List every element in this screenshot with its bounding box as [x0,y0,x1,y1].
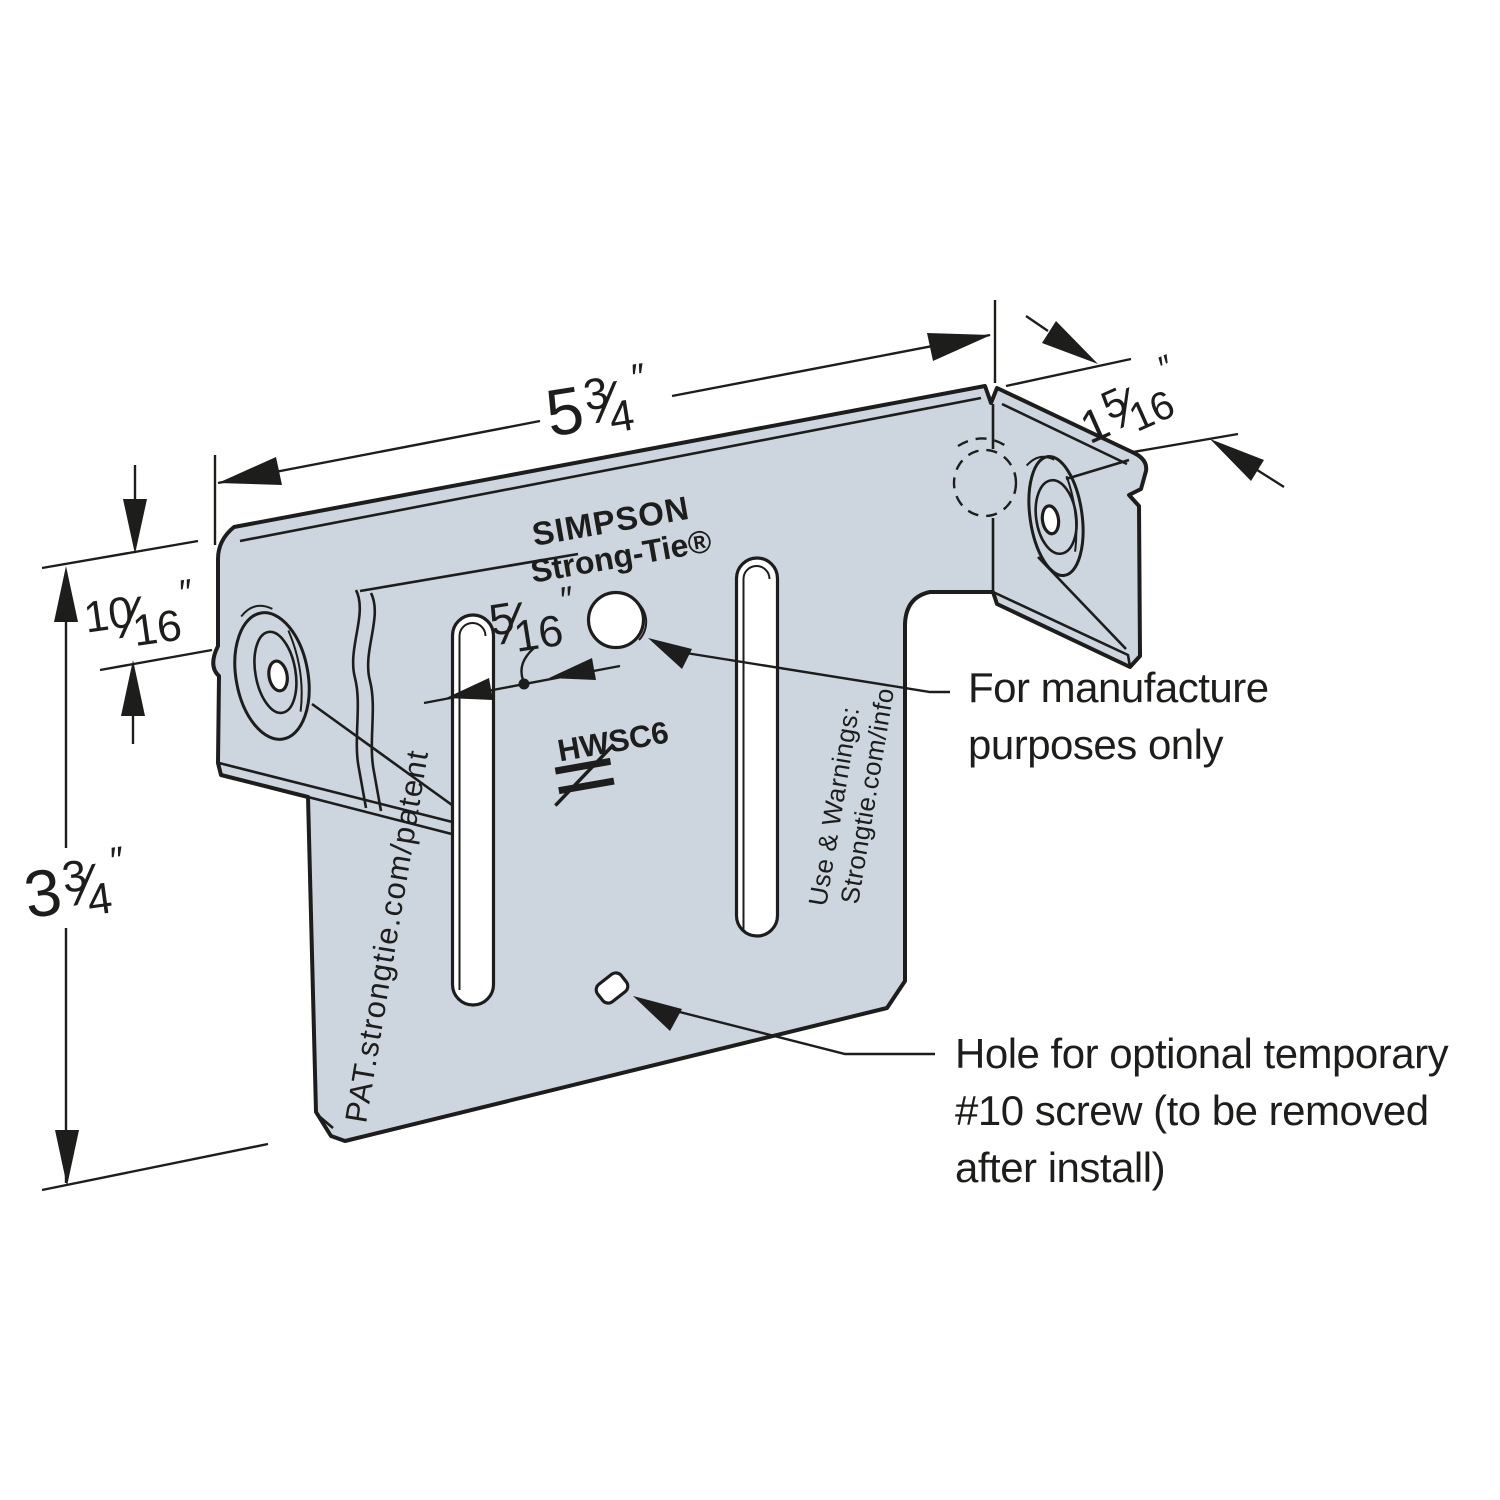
callout-screw-line2: #10 screw (to be removed [955,1087,1429,1134]
screw-hole-group [594,971,630,1005]
arrowhead [549,658,596,680]
top-edge-thickness-line [239,396,982,543]
callout-manufacture-line1: For manufacture [968,664,1269,711]
arrowhead [1210,439,1264,481]
arrowhead [123,499,147,554]
joggle-line-right [366,592,383,812]
left-boss-outer [233,611,311,741]
dim-overall-height-text: 33⁄4″ [19,839,133,934]
right-boss [1025,454,1085,578]
right-boss-notch [1025,455,1055,467]
left-boss-notch [240,604,273,618]
slot-right-thickness [742,565,771,930]
dashed-bend-arc [957,437,1010,449]
callout-manufacture: For manufacture purposes only [648,638,1269,768]
dim-overall-width-text: 53⁄4″ [540,356,655,452]
manufacture-hole [586,590,646,650]
dim-slot-width-text: 5⁄16″ [485,578,582,666]
right-flange-crease-top [1065,458,1130,481]
arrowhead [633,996,682,1031]
joggle-line-left [351,589,368,809]
callout-screw-line3: after install) [955,1144,1165,1191]
dim-slot-width: 5⁄16″ [423,578,621,705]
left-boss [233,604,311,741]
right-flange-top-thickness-line [1001,402,1128,466]
slot-left [450,613,496,1007]
left-boss-crescent [287,630,303,712]
arrowhead [1042,321,1098,364]
arrowhead [54,566,78,622]
arrowhead [648,638,692,669]
callout-screw-line1: Hole for optional temporary [955,1030,1449,1077]
bottom-left-chamfer-line [319,1116,334,1129]
right-flange-bottom-edge [992,590,1132,668]
dashed-bend-hole [952,448,1018,518]
slot-right [734,556,780,938]
arrowhead [446,678,493,700]
dim-dot [518,678,530,690]
right-boss-crescent [1065,475,1078,552]
bracket-body [211,384,1149,1143]
right-boss-hole [1040,504,1061,536]
not-equal-mark [554,743,615,807]
step-crease-line [359,552,579,593]
arrowhead [55,1130,79,1186]
dim-overall-height: 33⁄4″ [19,566,269,1192]
left-flange-crease [311,702,471,820]
screw-hole [594,971,630,1005]
dim-top-offset-text: 10⁄16″ [80,571,201,663]
left-boss-inner [253,630,298,715]
manufacture-hole-thickness [633,599,648,641]
bracket-outline [211,384,1149,1143]
arrowhead [218,457,282,485]
arrowhead [121,660,145,716]
callout-screw-hole: Hole for optional temporary #10 screw (t… [633,996,1449,1191]
arrowhead [927,333,991,361]
callout-manufacture-line2: purposes only [968,721,1223,768]
slot-left-thickness [458,622,487,990]
left-boss-hole [267,659,289,693]
dim-top-offset: 10⁄16″ [41,465,213,744]
